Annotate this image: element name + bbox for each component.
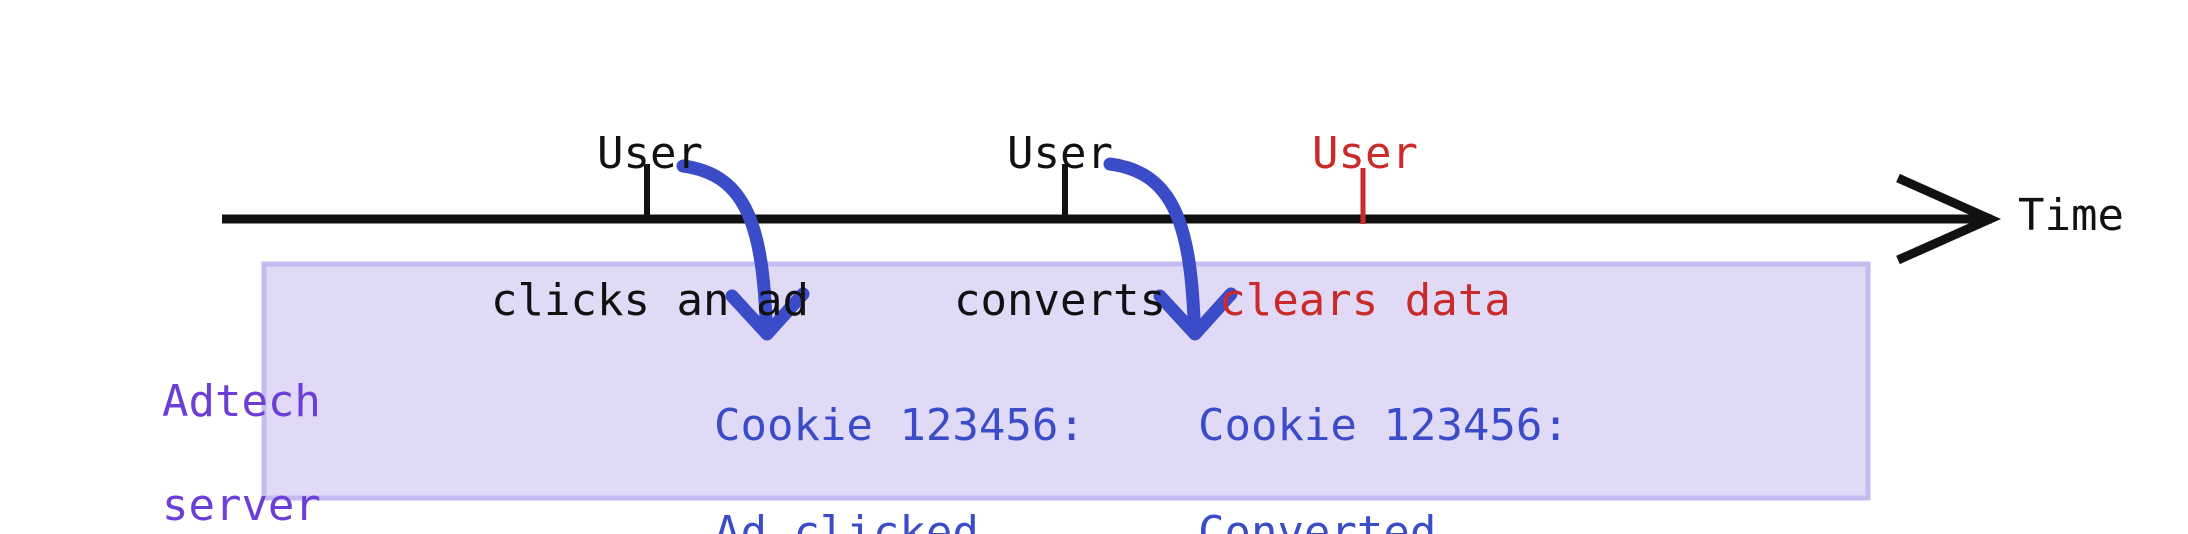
- event-label-line1: User: [1312, 127, 1418, 179]
- event-label-user-converts: User converts: [790, 30, 1330, 424]
- adtech-server-label: Adtech server: [56, 324, 321, 534]
- adtech-server-box: [261, 261, 1871, 501]
- curved-arrow-ad-clicked: [676, 159, 773, 327]
- event-label-user-clicks-ad: User clicks an ad: [360, 30, 940, 424]
- timeline-arrowhead-icon: [1896, 173, 2002, 265]
- cookie-log-line2: Converted: [1197, 507, 1437, 534]
- cookie-log-line1: Cookie 123456:: [1197, 399, 1569, 451]
- cookie-log-line2: Ad clicked: [713, 507, 979, 534]
- event-label-line2: converts: [954, 275, 1166, 327]
- adtech-server-label-line2: server: [161, 479, 321, 531]
- event-label-user-clears-data: User clears data: [1140, 30, 1590, 424]
- cookie-log-converted: Cookie 123456: Converted: [1092, 345, 1569, 534]
- curved-arrow-converted-head-icon: [1153, 287, 1238, 341]
- event-label-line1: User: [1007, 127, 1113, 179]
- curved-arrow-converted: [1103, 157, 1201, 327]
- event-label-line2: clicks an ad: [491, 275, 809, 327]
- adtech-server-label-line1: Adtech: [161, 375, 321, 427]
- event-label-line1: User: [597, 127, 703, 179]
- time-axis-label: Time: [2018, 190, 2124, 241]
- curved-arrow-ad-clicked-head-icon: [725, 287, 810, 341]
- event-label-line2: clears data: [1219, 275, 1511, 327]
- cookie-log-line1: Cookie 123456:: [713, 399, 1085, 451]
- cookie-log-ad-clicked: Cookie 123456: Ad clicked: [608, 345, 1085, 534]
